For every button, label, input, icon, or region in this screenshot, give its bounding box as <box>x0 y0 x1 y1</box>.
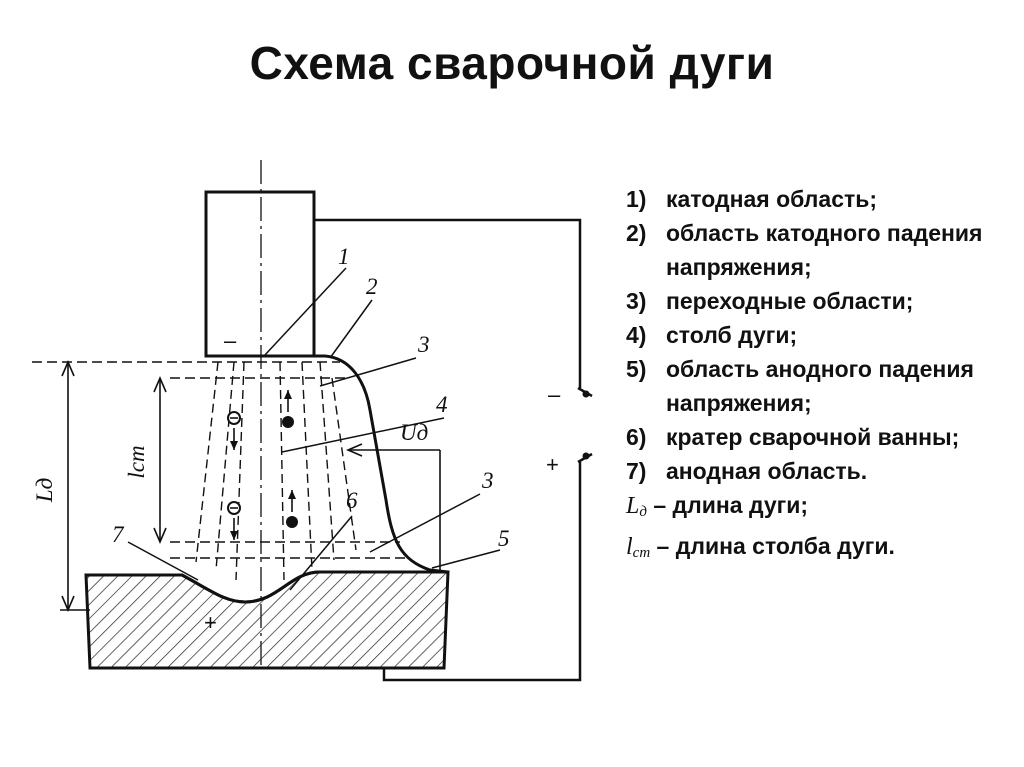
arc-column-dashes <box>195 361 357 581</box>
dimension-arc-length <box>60 359 90 613</box>
label-column-length: lcm <box>124 445 149 478</box>
welding-arc-diagram: Lд lcm Uд – + – + 1 2 3 4 3 5 6 7 <box>32 160 593 682</box>
legend-item: 2)область катодного падения напряжения; <box>626 220 983 280</box>
legend-list: 1)катодная область; 2)область катодного … <box>626 182 1021 570</box>
label-arc-length: Lд <box>32 478 57 503</box>
charge-particles <box>227 390 298 540</box>
terminal-minus: – <box>548 382 561 407</box>
terminal-plus: + <box>546 452 559 477</box>
legend-item: 1)катодная область; <box>626 186 878 212</box>
callout-3-lower: 3 <box>481 468 494 493</box>
callout-7: 7 <box>112 522 125 547</box>
callout-leaders <box>127 267 501 591</box>
callout-6: 6 <box>346 488 358 513</box>
definition-arc-length: Lд – длина дуги; <box>626 492 808 520</box>
electrode-sign: – <box>224 328 237 353</box>
slide-title: Схема сварочной дуги <box>249 37 775 89</box>
legend-item: 4)столб дуги; <box>626 322 798 348</box>
legend-item: 3)переходные области; <box>626 288 914 314</box>
terminal-plus-dot <box>582 452 590 460</box>
dimension-column-length <box>153 375 167 545</box>
callout-3-upper: 3 <box>417 332 430 357</box>
terminal-minus-dot <box>582 390 590 398</box>
callout-4: 4 <box>436 392 448 417</box>
callout-1: 1 <box>338 244 350 269</box>
callout-2: 2 <box>366 274 378 299</box>
workpiece-sign: + <box>204 610 217 635</box>
workpiece <box>84 570 450 670</box>
callout-5: 5 <box>498 526 510 551</box>
definition-column-length: lcm – длина столба дуги. <box>626 533 895 561</box>
voltage-indicator <box>345 443 441 570</box>
legend-item: 5)область анодного падения напряжения; <box>626 356 974 416</box>
legend-item: 7)анодная область. <box>626 458 868 484</box>
arc-boundary <box>206 354 449 574</box>
electrode <box>204 190 316 358</box>
legend-item: 6)кратер сварочной ванны; <box>626 424 960 450</box>
